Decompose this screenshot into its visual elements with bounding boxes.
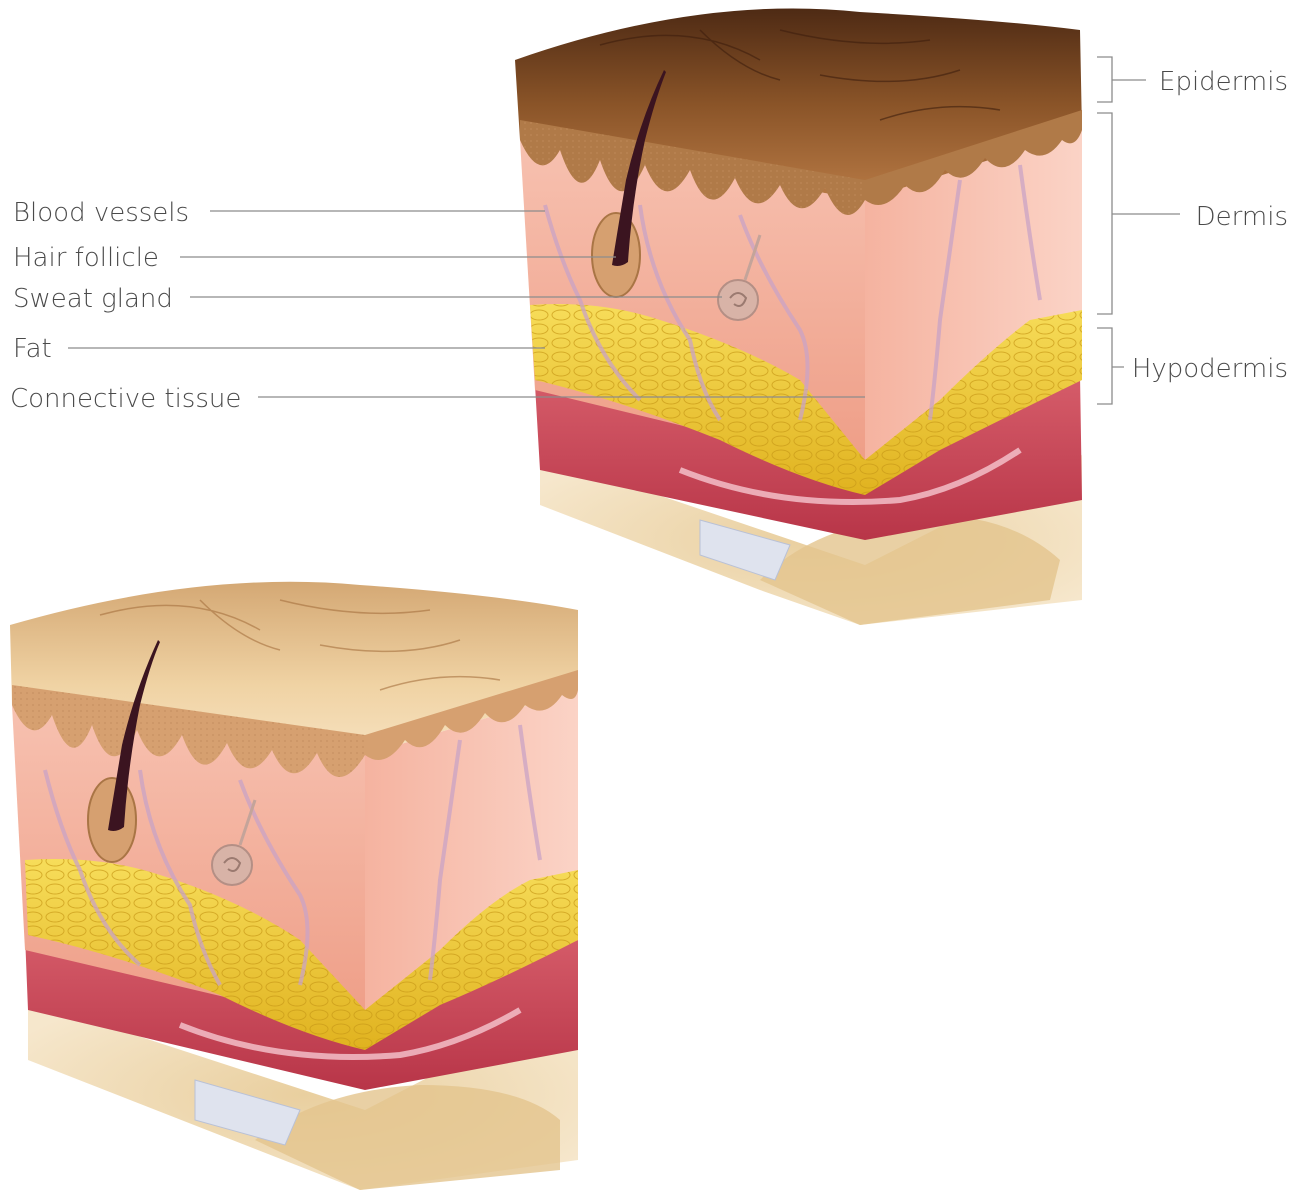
label-connective-tissue: Connective tissue [10, 384, 241, 414]
label-fat: Fat [13, 334, 52, 364]
dark-skin-block [515, 8, 1082, 625]
label-hypodermis: Hypodermis [1132, 354, 1288, 384]
bracket-epidermis [1097, 57, 1146, 102]
light-skin-block [10, 582, 578, 1190]
label-sweat-gland: Sweat gland [13, 284, 173, 314]
label-blood-vessels: Blood vessels [13, 198, 189, 228]
label-hair-follicle: Hair follicle [13, 243, 159, 273]
bracket-dermis [1097, 113, 1180, 314]
label-epidermis: Epidermis [1159, 67, 1288, 97]
label-dermis: Dermis [1196, 202, 1288, 232]
bracket-hypodermis [1097, 328, 1124, 404]
layer-brackets [1097, 57, 1180, 404]
